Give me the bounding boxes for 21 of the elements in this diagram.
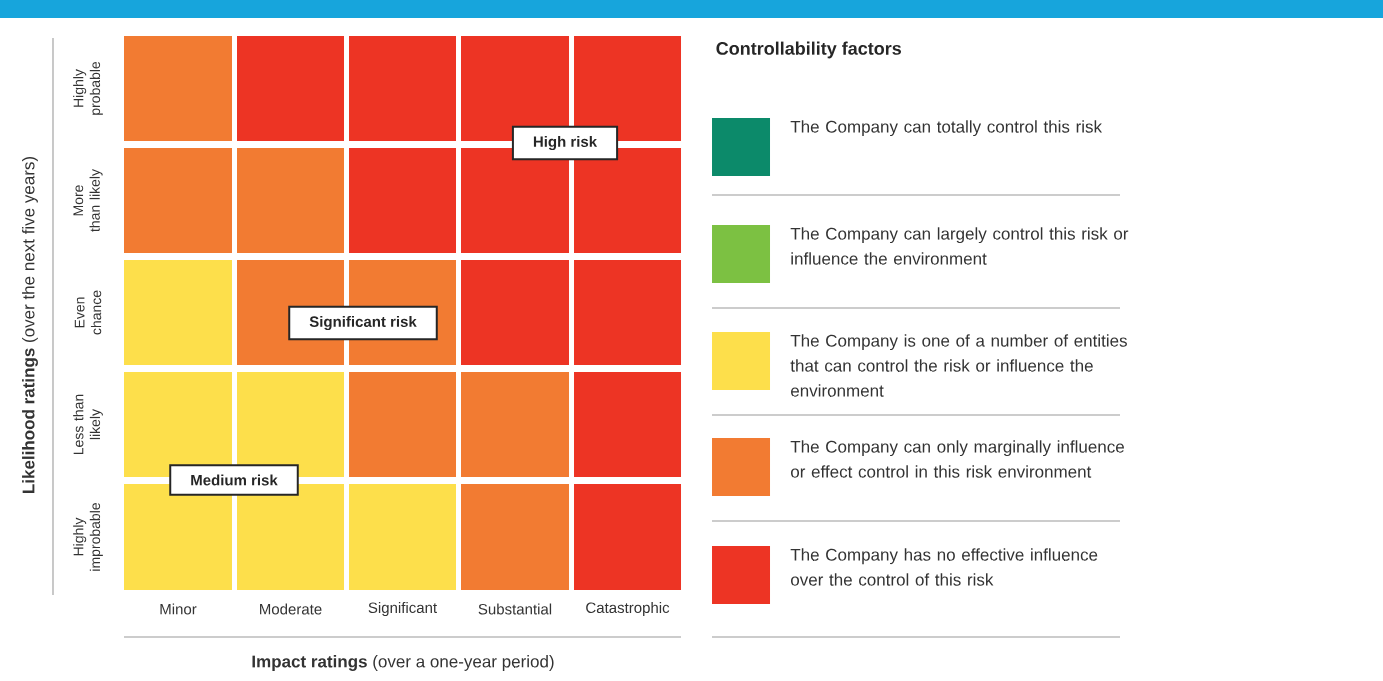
axis-title: Impact ratings (over a one-year period) — [252, 655, 554, 671]
row-label: Less than likely — [73, 394, 103, 455]
legend-text: The Company has no effective influence over the control of this risk — [790, 548, 1098, 586]
risk-label-box: High risk — [511, 125, 619, 161]
column-label: Significant — [368, 602, 437, 616]
legend-text: The Company can only marginally influence or effect control in this risk environment — [790, 440, 1124, 478]
column-label: Catastrophic — [586, 602, 670, 616]
legend-text: The Company can largely control this risk or influence the environment — [790, 227, 1129, 265]
column-label: Moderate — [260, 603, 322, 615]
row-label: Highly probable — [73, 61, 103, 115]
column-label: Substantial — [478, 603, 552, 615]
legend-text: The Company is one of a number of entities that can control the risk or influence the environment — [790, 334, 1127, 397]
column-label: Minor — [160, 603, 197, 615]
legend-text: The Company can totally control this risk — [790, 120, 1103, 137]
row-label: Highly improbable — [73, 503, 103, 571]
row-label: Even chance — [74, 290, 102, 335]
risk-label-box: Medium risk — [169, 464, 299, 496]
axis-title: Likelihood ratings (over the next five years) — [22, 157, 38, 493]
legend-heading: Controllability factors — [716, 41, 901, 59]
risk-label-box: Significant risk — [288, 305, 438, 341]
row-label: More than likely — [73, 169, 103, 232]
